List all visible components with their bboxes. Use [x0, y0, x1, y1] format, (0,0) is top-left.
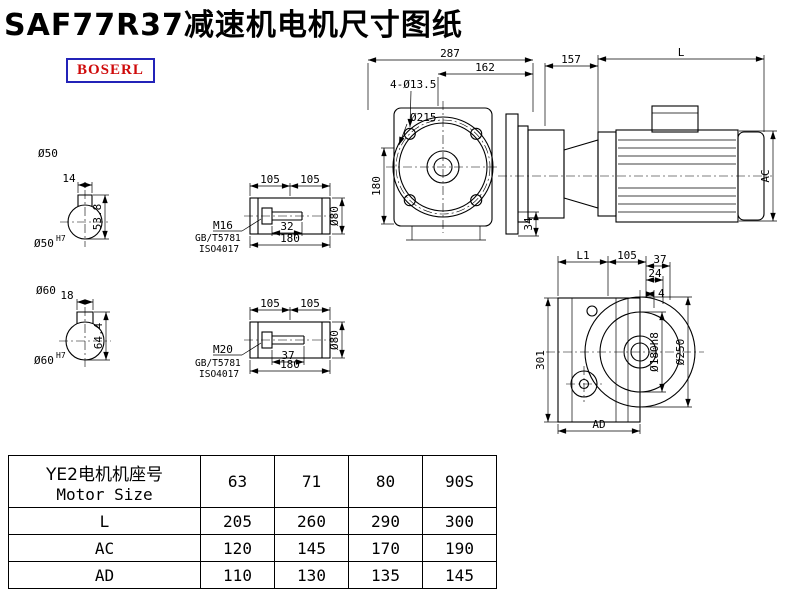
label-m20-bolt: M20	[213, 343, 233, 356]
dim-flange-dia: Ø250	[674, 339, 687, 366]
motor-size-label-cn: YE2电机机座号	[46, 464, 163, 485]
dim-m16-seg1: 105	[260, 173, 280, 186]
dim-flange-l1: L1	[576, 249, 589, 262]
dim-flange-4: 4	[658, 287, 665, 300]
view-gearbox-front: 287 162 4-Ø13.5 Ø215 180 34	[367, 47, 539, 241]
motor-size-label-en: Motor Size	[56, 484, 153, 504]
dim-flange-spigot: Ø180h8	[648, 332, 661, 372]
dim-m16-thread-len: 32	[280, 220, 293, 233]
page-title: SAF77R37减速机电机尺寸图纸	[4, 8, 463, 43]
AD-value: 130	[274, 561, 349, 589]
dim-side-adapter-len: 157	[561, 53, 581, 66]
dim-shaft50-dia: Ø50	[38, 147, 58, 160]
dim-m20-thread-len: 37	[281, 349, 294, 362]
dim-flange-37: 37	[653, 253, 666, 266]
row-header-AC: AC	[8, 534, 201, 562]
dim-m20-dia: Ø80	[328, 330, 341, 350]
L-value: 205	[200, 507, 275, 535]
label-m16-std2: ISO4017	[199, 244, 239, 255]
view-shaft-section-60: Ø60 18 64.4 Ø60 H7	[34, 284, 111, 368]
AC-value: 190	[422, 534, 497, 562]
view-shaft-end-m16: 105 105 32 180 Ø80 M16 GB/T5781 ISO4017	[195, 173, 345, 255]
row-header-motor-size: YE2电机机座号 Motor Size	[8, 455, 201, 508]
L-value: 300	[422, 507, 497, 535]
dim-front-height: 180	[370, 176, 383, 196]
dim-front-holes: 4-Ø13.5	[390, 78, 436, 91]
label-m16-std1: GB/T5781	[195, 233, 241, 244]
dim-flange-ad: AD	[592, 418, 605, 431]
dim-m20-seg1: 105	[260, 297, 280, 310]
table-row-L: L 205 260 290 300	[8, 507, 497, 535]
AD-value: 135	[348, 561, 423, 589]
dim-m16-total: 180	[280, 232, 300, 245]
table-row-AD: AD 110 130 135 145	[8, 561, 497, 589]
dim-m16-dia: Ø80	[328, 206, 341, 226]
dim-flange-105: 105	[617, 249, 637, 262]
motor-size-value: 80	[348, 455, 423, 508]
dim-front-bottom-offset: 34	[522, 217, 535, 231]
AC-value: 145	[274, 534, 349, 562]
motor-size-value: 63	[200, 455, 275, 508]
dim-shaft60-bore: Ø60	[34, 354, 54, 367]
dim-m20-total: 180	[280, 358, 300, 371]
label-m20-std1: GB/T5781	[195, 358, 241, 369]
dim-flange-24: 24	[648, 267, 662, 280]
view-shaft-end-m20: 105 105 37 180 Ø80 M20 GB/T5781 ISO4017	[195, 297, 345, 380]
AD-value: 145	[422, 561, 497, 589]
view-output-flange: L1 105 37 24 4 301 Ø180h8 Ø250 AD	[534, 249, 704, 434]
dim-front-bolt-circle: Ø215	[410, 111, 437, 124]
dim-m16-seg2: 105	[300, 173, 320, 186]
AC-value: 120	[200, 534, 275, 562]
dim-flange-height: 301	[534, 350, 547, 370]
dim-shaft60-keywidth: 18	[60, 289, 73, 302]
dim-shaft50-keywidth: 14	[62, 172, 76, 185]
motor-size-value: 90S	[422, 455, 497, 508]
motor-size-table: YE2电机机座号 Motor Size 63 71 80 90S L 205 2…	[8, 455, 497, 589]
dim-shaft50-bore-tol: H7	[56, 234, 66, 243]
table-row-header: YE2电机机座号 Motor Size 63 71 80 90S	[8, 455, 497, 508]
dim-front-upper-width: 162	[475, 61, 495, 74]
dim-shaft60-keyheight: 64.4	[92, 322, 105, 349]
L-value: 290	[348, 507, 423, 535]
table-row-AC: AC 120 145 170 190	[8, 534, 497, 562]
label-m20-std2: ISO4017	[199, 369, 239, 380]
view-gearmotor-side: 157 L AC	[498, 46, 777, 235]
motor-size-value: 71	[274, 455, 349, 508]
label-m16-bolt: M16	[213, 219, 233, 232]
L-value: 260	[274, 507, 349, 535]
row-header-L: L	[8, 507, 201, 535]
dim-m20-seg2: 105	[300, 297, 320, 310]
brand-logo: BOSERL	[66, 58, 155, 83]
dim-side-motor-len: L	[678, 46, 685, 59]
technical-drawing: Ø50 14 53.8 Ø50 H7 Ø60 18 64.4 Ø60 H7	[34, 46, 777, 434]
dim-front-overall-width: 287	[440, 47, 460, 60]
view-shaft-section-50: Ø50 14 53.8 Ø50 H7	[34, 147, 110, 250]
dim-shaft50-keyheight: 53.8	[91, 204, 104, 231]
dim-shaft60-dia: Ø60	[36, 284, 56, 297]
dim-shaft50-bore: Ø50	[34, 237, 54, 250]
row-header-AD: AD	[8, 561, 201, 589]
dim-shaft60-bore-tol: H7	[56, 351, 66, 360]
AC-value: 170	[348, 534, 423, 562]
dim-side-motor-dia: AC	[759, 169, 772, 182]
AD-value: 110	[200, 561, 275, 589]
